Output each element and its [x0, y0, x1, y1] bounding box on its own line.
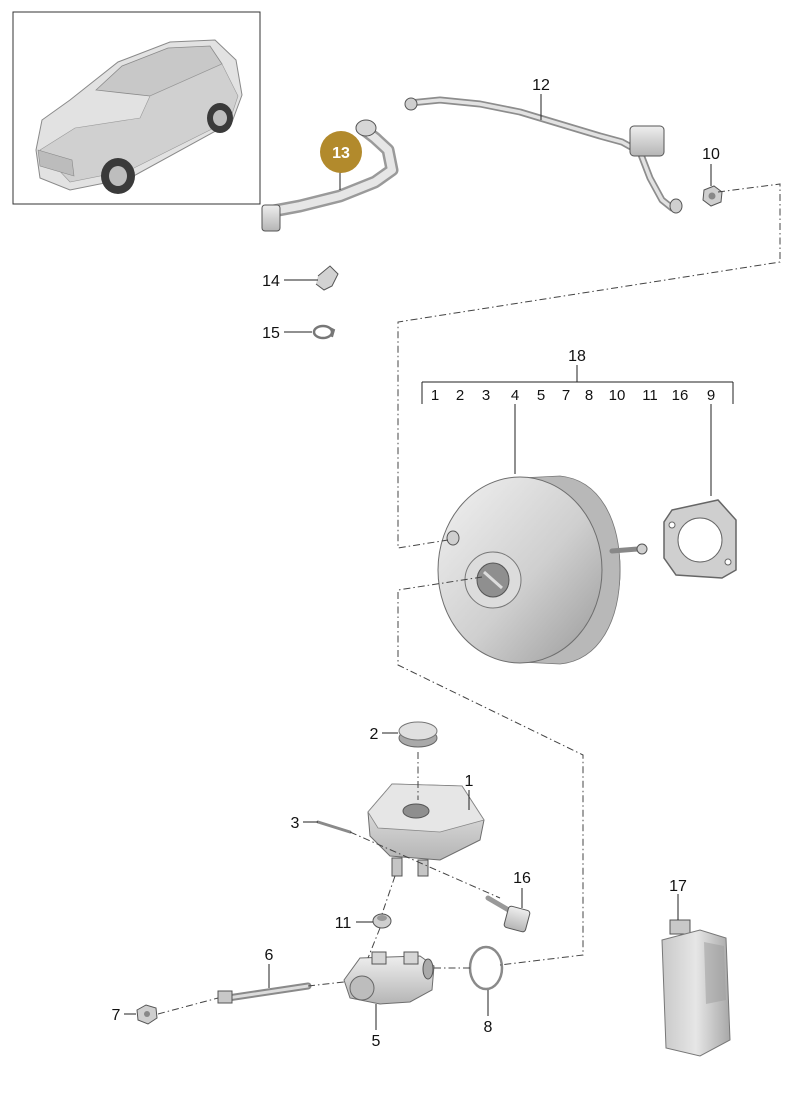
part-16-level-sensor[interactable]	[485, 895, 531, 933]
part-15-hose-clamp[interactable]	[312, 324, 336, 340]
callout-3[interactable]: 3	[291, 815, 300, 832]
kit-member[interactable]: 5	[537, 387, 545, 404]
callouts: 13 12 10 14 15 18 1 2 3 4 5 7 8 10 11 16…	[112, 77, 720, 1050]
callout-6[interactable]: 6	[265, 947, 274, 964]
part-5-master-cylinder[interactable]	[343, 951, 435, 1005]
callout-12[interactable]: 12	[532, 77, 550, 94]
assembly-lines	[157, 183, 781, 1015]
suv-car-icon	[35, 39, 243, 194]
callout-13-highlight[interactable]: 13	[320, 131, 362, 173]
part-6-bolt[interactable]	[217, 982, 312, 1004]
callout-10[interactable]: 10	[702, 146, 720, 163]
kit-member[interactable]: 8	[585, 387, 593, 404]
callout-14[interactable]: 14	[262, 273, 280, 290]
part-12-vacuum-line[interactable]	[404, 96, 683, 214]
part-4-brake-booster[interactable]	[437, 475, 648, 665]
part-17-brake-fluid-bottle[interactable]	[661, 919, 731, 1057]
callout-8[interactable]: 8	[484, 1019, 493, 1036]
callout-11[interactable]: 11	[335, 915, 352, 932]
part-1-brake-fluid-reservoir[interactable]	[367, 783, 485, 877]
part-9-gasket[interactable]	[663, 499, 737, 579]
part-11-grommet[interactable]	[372, 913, 392, 929]
part-10-nut[interactable]	[702, 185, 723, 207]
kit-member[interactable]: 9	[707, 387, 715, 404]
callout-17[interactable]: 17	[669, 878, 687, 895]
kit-member[interactable]: 10	[609, 387, 626, 404]
callout-13: 13	[332, 145, 350, 162]
kit-18-member-list: 1 2 3 4 5 7 8 10 11 16 9	[431, 387, 715, 404]
part-14-clip[interactable]	[315, 265, 339, 291]
part-3-pin[interactable]	[316, 820, 352, 834]
part-8-o-ring[interactable]	[468, 945, 504, 991]
callout-7[interactable]: 7	[112, 1007, 121, 1024]
part-7-nut[interactable]	[136, 1004, 158, 1025]
kit-member[interactable]: 1	[431, 387, 439, 404]
callout-5[interactable]: 5	[372, 1033, 381, 1050]
leader-lines	[124, 94, 734, 1030]
part-13-vacuum-hose[interactable]	[261, 119, 399, 232]
callout-1[interactable]: 1	[465, 773, 474, 790]
kit-member[interactable]: 2	[456, 387, 464, 404]
callout-18[interactable]: 18	[568, 348, 586, 365]
part-2-reservoir-cap[interactable]	[398, 721, 438, 748]
kit-member[interactable]: 7	[562, 387, 570, 404]
callout-16[interactable]: 16	[513, 870, 531, 887]
kit-member[interactable]: 4	[511, 387, 519, 404]
callout-2[interactable]: 2	[370, 726, 379, 743]
kit-member[interactable]: 3	[482, 387, 490, 404]
kit-member[interactable]: 11	[642, 387, 658, 404]
kit-member[interactable]: 16	[672, 387, 689, 404]
callout-15[interactable]: 15	[262, 325, 280, 342]
vehicle-inset	[12, 11, 261, 205]
